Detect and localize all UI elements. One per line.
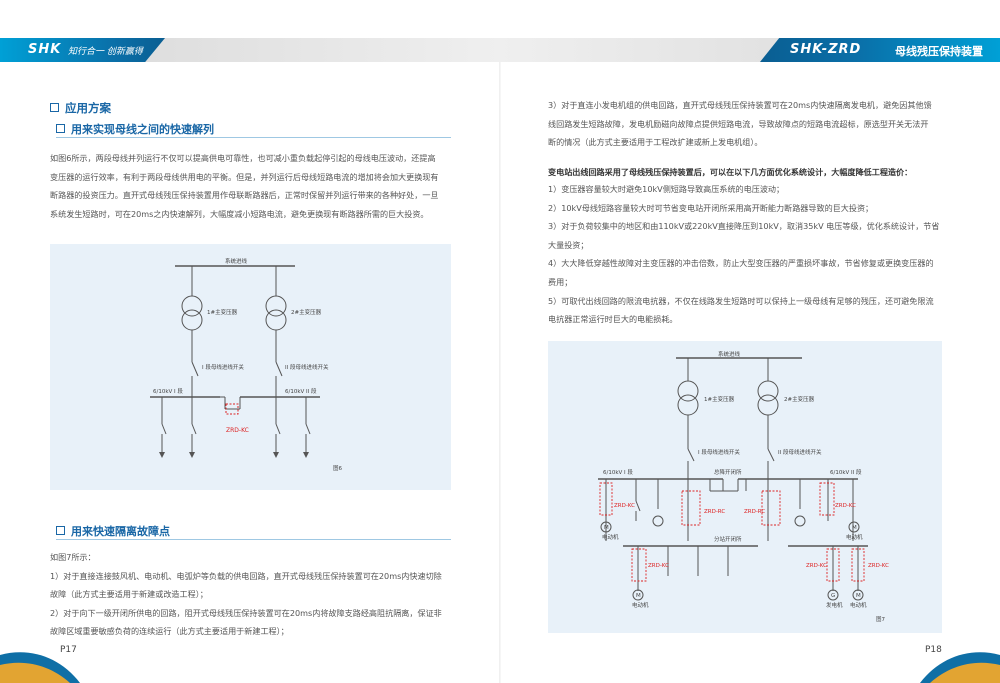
- square-bullet-icon: [56, 124, 65, 133]
- fig7-symbol-m4: M: [856, 593, 861, 599]
- fig7-device-5: ZRD-KC: [868, 563, 889, 569]
- fig6-label-device: ZRD-KC: [226, 427, 249, 434]
- page-spine: [499, 62, 501, 683]
- fig7-label-bus-1: 6/10kV I 段: [603, 468, 633, 476]
- brand-logo: SHK: [28, 42, 62, 57]
- fig7-device-2: ZRD-KC: [835, 503, 856, 509]
- paragraph-2: 如图7所示： 1）对于直接连接鼓风机、电动机、电弧炉等负载的供电回路，直开式母线…: [50, 552, 442, 637]
- bold-intro-line: 变电站出线回路采用了母线残压保持装置后，可以在以下几方面优化系统设计，大幅度降低…: [548, 167, 913, 177]
- fig6-label-bus-1: 6/10kV I 段: [153, 387, 183, 395]
- fig7-caption: 图7: [876, 615, 886, 623]
- subsection-title-2: 用来快速隔离故障点: [56, 523, 170, 539]
- fig7-label-motor-4: 电动机: [850, 601, 867, 609]
- fig7-symbol-m1: M: [604, 525, 609, 531]
- fig7-label-incoming-line: 系统进线: [718, 350, 741, 358]
- fig7-device-rc-1: ZRD-RC: [704, 509, 725, 515]
- subsection-title-1: 用来实现母线之间的快速解列: [56, 121, 214, 137]
- footer-wave-left: [0, 652, 80, 683]
- fig7-label-main-switchgear: 总降开闭所: [714, 468, 742, 476]
- brand-banner-right: SHK-ZRD 母线残压保持装置: [760, 38, 1000, 62]
- figure-6-diagram: 系统进线 1#主变压器 2#主变压器 I 段母线进线开关 II 段母线进线开关 …: [50, 244, 451, 490]
- fig7-symbol-g: G: [831, 593, 835, 599]
- fig6-label-transformer-2: 2#主变压器: [291, 308, 322, 316]
- fig7-device-rc-2: ZRD-RC: [744, 509, 765, 515]
- page-number-right: P18: [925, 645, 942, 655]
- paragraph-3: 3）对于直连小发电机组的供电回路，直开式母线残压保持装置可在20ms内快速隔离发…: [548, 100, 932, 148]
- fig7-symbol-m3: M: [636, 593, 641, 599]
- fig7-symbol-m2: M: [852, 525, 857, 531]
- paragraph-4: 1）变压器容量较大时避免10kV侧短路导致高压系统的电压波动； 2）10kV母线…: [548, 184, 940, 325]
- product-logo: SHK-ZRD: [790, 42, 862, 57]
- fig7-label-generator: 发电机: [826, 601, 843, 609]
- subsection-rule-2: [56, 539, 451, 540]
- fig7-label-motor-1: 电动机: [602, 533, 619, 541]
- fig6-label-bus-2: 6/10kV II 段: [285, 387, 317, 395]
- fig6-label-transformer-1: 1#主变压器: [207, 308, 238, 316]
- square-bullet-icon: [56, 526, 65, 535]
- fig6-label-switch-2: II 段母线进线开关: [285, 363, 329, 371]
- fig7-label-switch-1: I 段母线进线开关: [698, 448, 740, 456]
- fig7-label-motor-3: 电动机: [632, 601, 649, 609]
- fig7-device-3: ZRD-KC: [648, 563, 669, 569]
- fig7-label-bus-2: 6/10kV II 段: [830, 468, 862, 476]
- fig7-label-sub-switchgear: 分站开闭所: [714, 535, 742, 543]
- section-title: 应用方案: [50, 100, 111, 116]
- paragraph-1: 如图6所示，两段母线并列运行不仅可以提高供电可靠性，也可减小重负载起停引起的母线…: [50, 153, 439, 219]
- fig6-label-incoming-line: 系统进线: [225, 257, 248, 265]
- fig7-device-4: ZRD-KC: [806, 563, 827, 569]
- footer-wave-right: [920, 652, 1000, 683]
- square-bullet-icon: [50, 103, 59, 112]
- fig7-label-transformer-2: 2#主变压器: [784, 395, 815, 403]
- fig7-device-1: ZRD-KC: [614, 503, 635, 509]
- fig7-label-transformer-1: 1#主变压器: [704, 395, 735, 403]
- fig7-label-switch-2: II 段母线进线开关: [778, 448, 822, 456]
- figure-7-diagram: 系统进线 1#主变压器 2#主变压器 I 段母线进线开关 II 段母线进线开关 …: [548, 341, 942, 633]
- page-number-left: P17: [60, 645, 77, 655]
- subsection-rule-1: [56, 137, 451, 138]
- fig6-label-switch-1: I 段母线进线开关: [202, 363, 244, 371]
- brand-banner-left: SHK 知行合一 创新赢得: [0, 38, 165, 62]
- fig7-label-motor-2: 电动机: [846, 533, 863, 541]
- product-title: 母线残压保持装置: [895, 45, 983, 58]
- fig6-caption: 图6: [333, 464, 343, 472]
- brand-slogan: 知行合一 创新赢得: [68, 47, 143, 57]
